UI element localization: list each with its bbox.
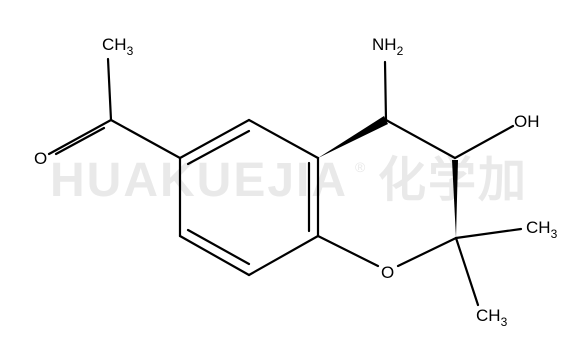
watermark-cjk: 化学加 <box>378 154 528 207</box>
atom-label-ch3-upper: CH3 <box>526 218 558 241</box>
watermark-latin: HUAKUEJIA <box>50 154 348 207</box>
bond-carbonyl-inner <box>54 126 106 156</box>
bond-c3-oh <box>453 124 515 160</box>
bond-o-c8a <box>316 234 380 268</box>
atom-label-carbonyl-o: O <box>34 149 47 168</box>
atom-label-ch3-acetyl: CH3 <box>102 35 134 58</box>
bond-c2-o <box>396 236 458 268</box>
bond-carbonyl-outer <box>47 118 113 156</box>
bond-ar-5-double <box>186 228 251 266</box>
bond-acetyl-methyl <box>106 57 113 122</box>
wedge-bond-c4 <box>318 116 388 158</box>
bond-ar-5 <box>178 234 251 277</box>
bond-ar-1 <box>178 118 251 160</box>
bond-acetyl-to-ring <box>109 118 182 160</box>
atom-label-ch3-lower: CH3 <box>476 306 508 329</box>
bond-ar-4 <box>247 234 320 277</box>
bond-c2-methyl-lower <box>454 236 480 307</box>
bond-c4-nh2 <box>383 60 388 122</box>
bond-c4-c3 <box>384 118 457 160</box>
bond-c2-methyl-upper <box>454 227 523 240</box>
bond-ar-2 <box>247 118 320 160</box>
watermark-registered-mark: ® <box>355 159 366 175</box>
bond-ar-1-double <box>186 129 251 166</box>
atom-label-oh: OH <box>514 112 540 131</box>
atom-label-nh2: NH2 <box>372 35 404 58</box>
atom-label-ring-o: O <box>381 263 394 282</box>
wedge-bond-c3 <box>452 160 458 238</box>
